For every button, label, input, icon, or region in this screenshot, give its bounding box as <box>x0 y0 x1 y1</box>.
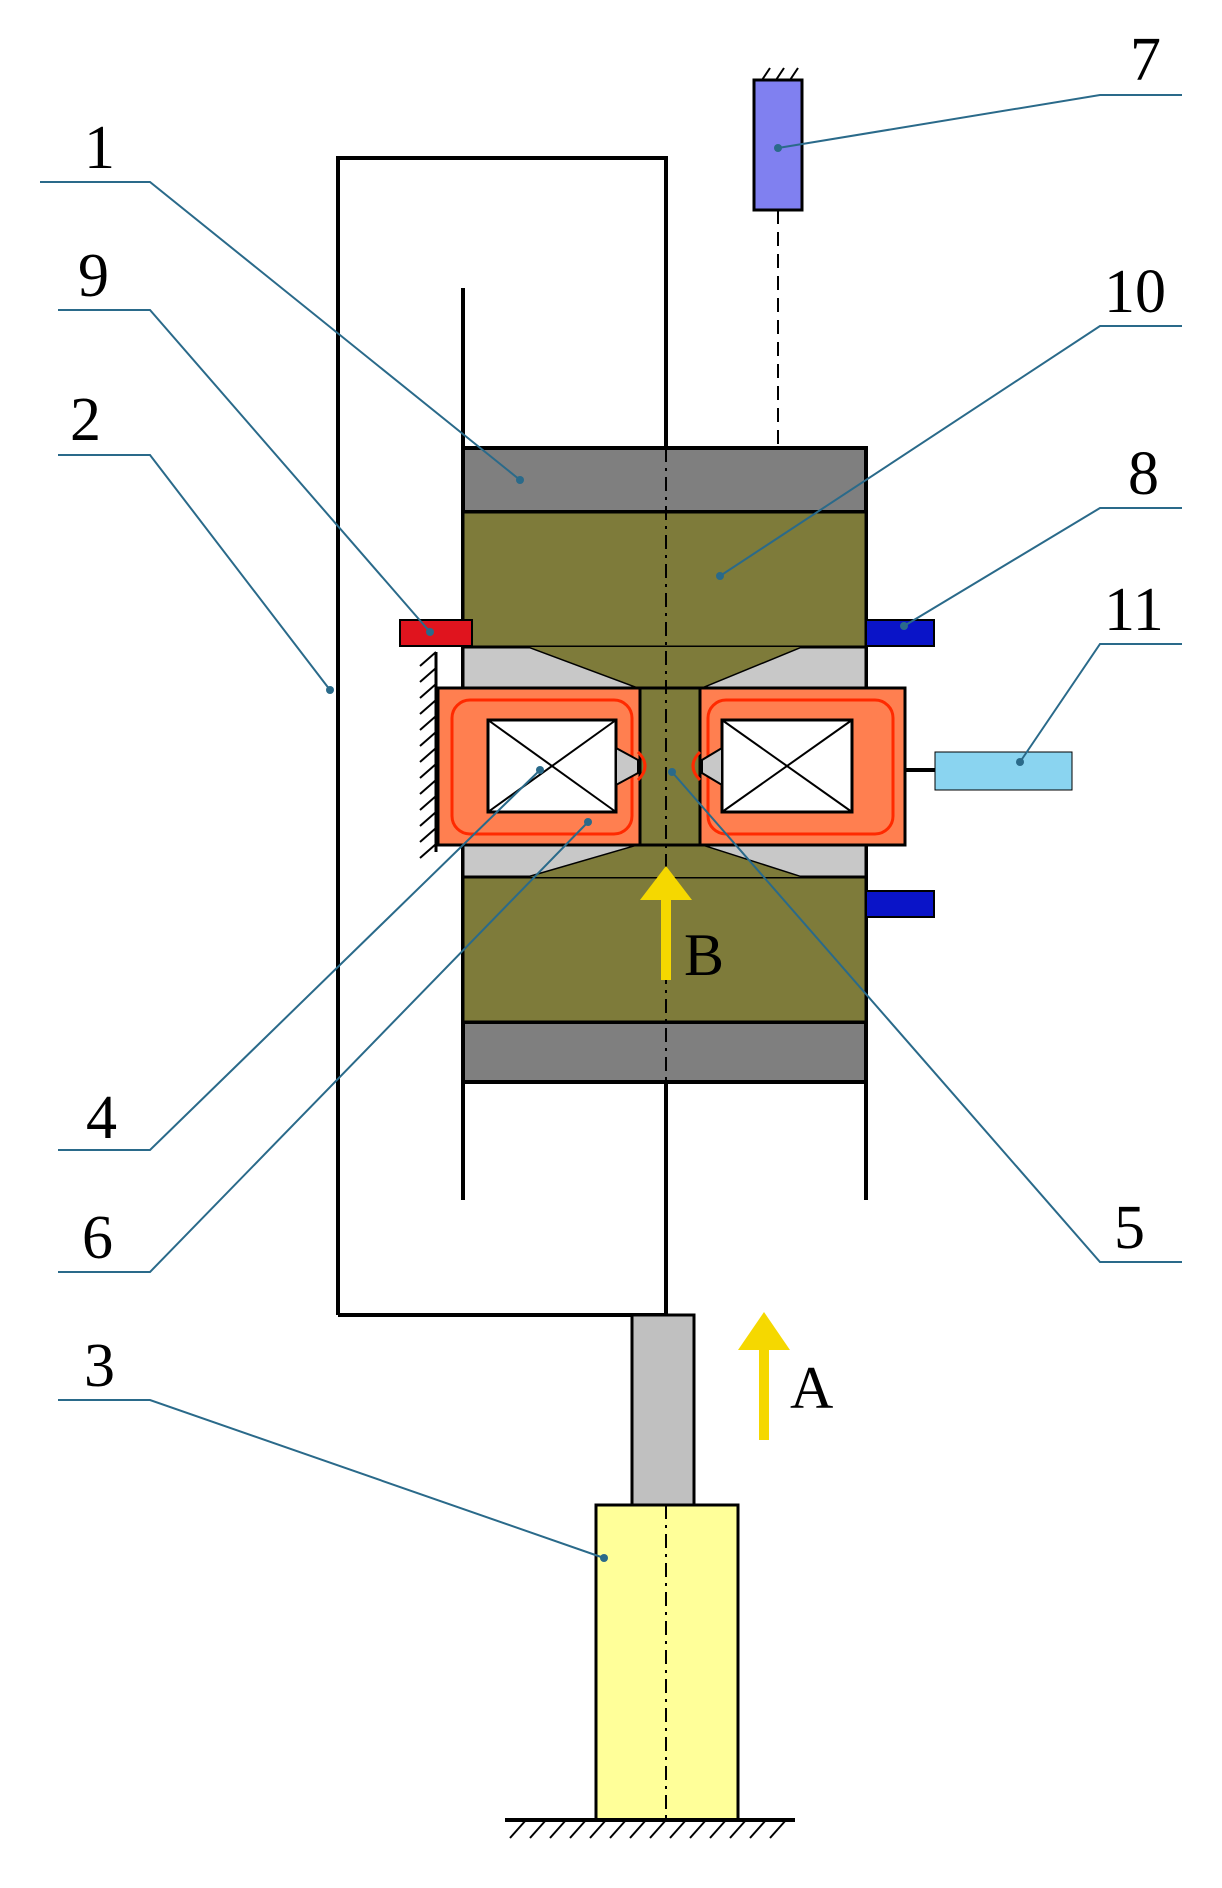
label-9: 9 <box>78 242 109 310</box>
upper-pole-center <box>530 647 800 688</box>
label-1: 1 <box>84 114 115 182</box>
bottom-plate <box>461 1020 868 1084</box>
piston-rod <box>630 1313 696 1507</box>
center-column <box>638 686 702 847</box>
label-2: 2 <box>70 386 101 454</box>
left-coil-tip <box>615 746 639 787</box>
arrow-a-label: A <box>790 1355 833 1421</box>
label-11: 11 <box>1104 576 1164 644</box>
right-coil-tip <box>701 746 723 787</box>
left-sensor <box>399 619 473 647</box>
right-contact <box>691 750 702 782</box>
top-plate <box>461 446 868 514</box>
label-6: 6 <box>82 1204 113 1272</box>
left-contact <box>636 750 647 782</box>
arrow-a <box>738 1312 790 1440</box>
leader-lines <box>40 94 1182 1559</box>
arrow-b-label: B <box>684 922 724 988</box>
upper-core <box>461 510 868 649</box>
left-wall-hatch <box>419 651 437 859</box>
label-8: 8 <box>1128 440 1159 508</box>
label-7: 7 <box>1130 26 1161 94</box>
connector-11 <box>934 751 1073 791</box>
right-sensor-lower <box>865 890 935 918</box>
label-10: 10 <box>1104 258 1166 326</box>
leader-arrowheads <box>326 144 1024 1562</box>
arrow-b <box>640 866 692 980</box>
sensor7-hatch <box>761 67 799 81</box>
label-3: 3 <box>84 1332 115 1400</box>
left-coil-cross-b <box>487 719 617 813</box>
label-4: 4 <box>86 1084 117 1152</box>
right-coil-cross-b <box>721 719 853 813</box>
ground-hatch <box>509 1819 787 1839</box>
right-sensor-upper <box>865 619 935 647</box>
label-5: 5 <box>1114 1194 1145 1262</box>
